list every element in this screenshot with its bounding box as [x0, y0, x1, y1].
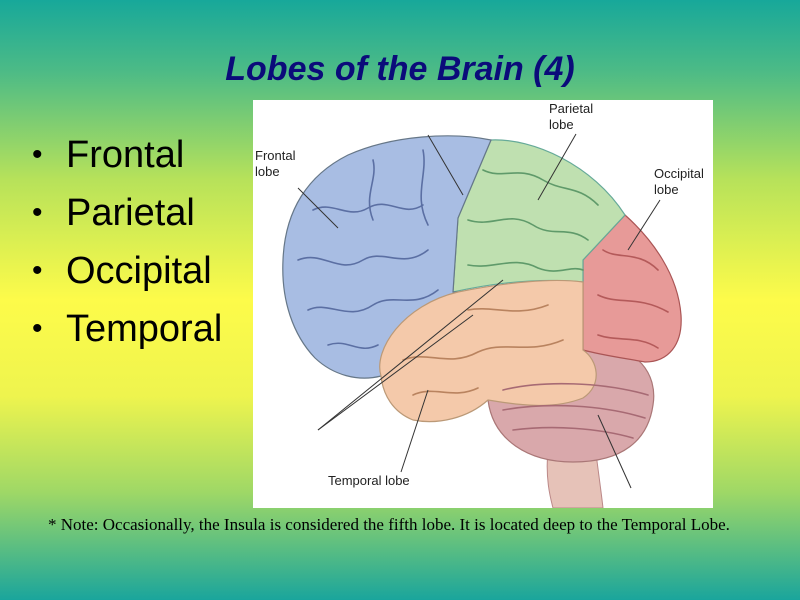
temporal-lobe [379, 279, 597, 423]
label-parietal-line1: Parietal [549, 101, 593, 116]
bullet-item-parietal: • Parietal [32, 184, 222, 242]
insula-note: * Note: Occasionally, the Insula is cons… [48, 515, 730, 534]
bullet-dot-icon: • [32, 254, 43, 287]
bullet-item-occipital: • Occipital [32, 242, 222, 300]
brain-illustration: Frontal lobe Parietal lobe Occipital lob… [255, 101, 704, 508]
brain-diagram: Frontal lobe Parietal lobe Occipital lob… [253, 100, 713, 508]
bullet-dot-icon: • [32, 312, 43, 345]
lobe-bullet-list: • Frontal • Parietal • Occipital • Temporal [32, 126, 222, 358]
slide-title: Lobes of the Brain (4) [225, 50, 575, 88]
label-parietal-line2: lobe [549, 117, 574, 132]
leader-lines [297, 133, 661, 489]
bullet-dot-icon: • [32, 138, 43, 171]
bullet-label: Parietal [66, 192, 195, 234]
label-temporal: Temporal lobe [328, 473, 410, 488]
label-frontal-line2: lobe [255, 164, 280, 179]
label-occipital-line2: lobe [654, 182, 679, 197]
label-frontal-line1: Frontal [255, 148, 296, 163]
label-occipital-line1: Occipital [654, 166, 704, 181]
bullet-label: Frontal [66, 134, 185, 176]
bullet-dot-icon: • [32, 196, 43, 229]
bullet-label: Temporal [66, 308, 223, 350]
gyri-texture [297, 149, 669, 439]
bullet-label: Occipital [66, 250, 212, 292]
bullet-item-frontal: • Frontal [32, 126, 222, 184]
parietal-lobe [452, 139, 626, 293]
bullet-item-temporal: • Temporal [32, 300, 222, 358]
